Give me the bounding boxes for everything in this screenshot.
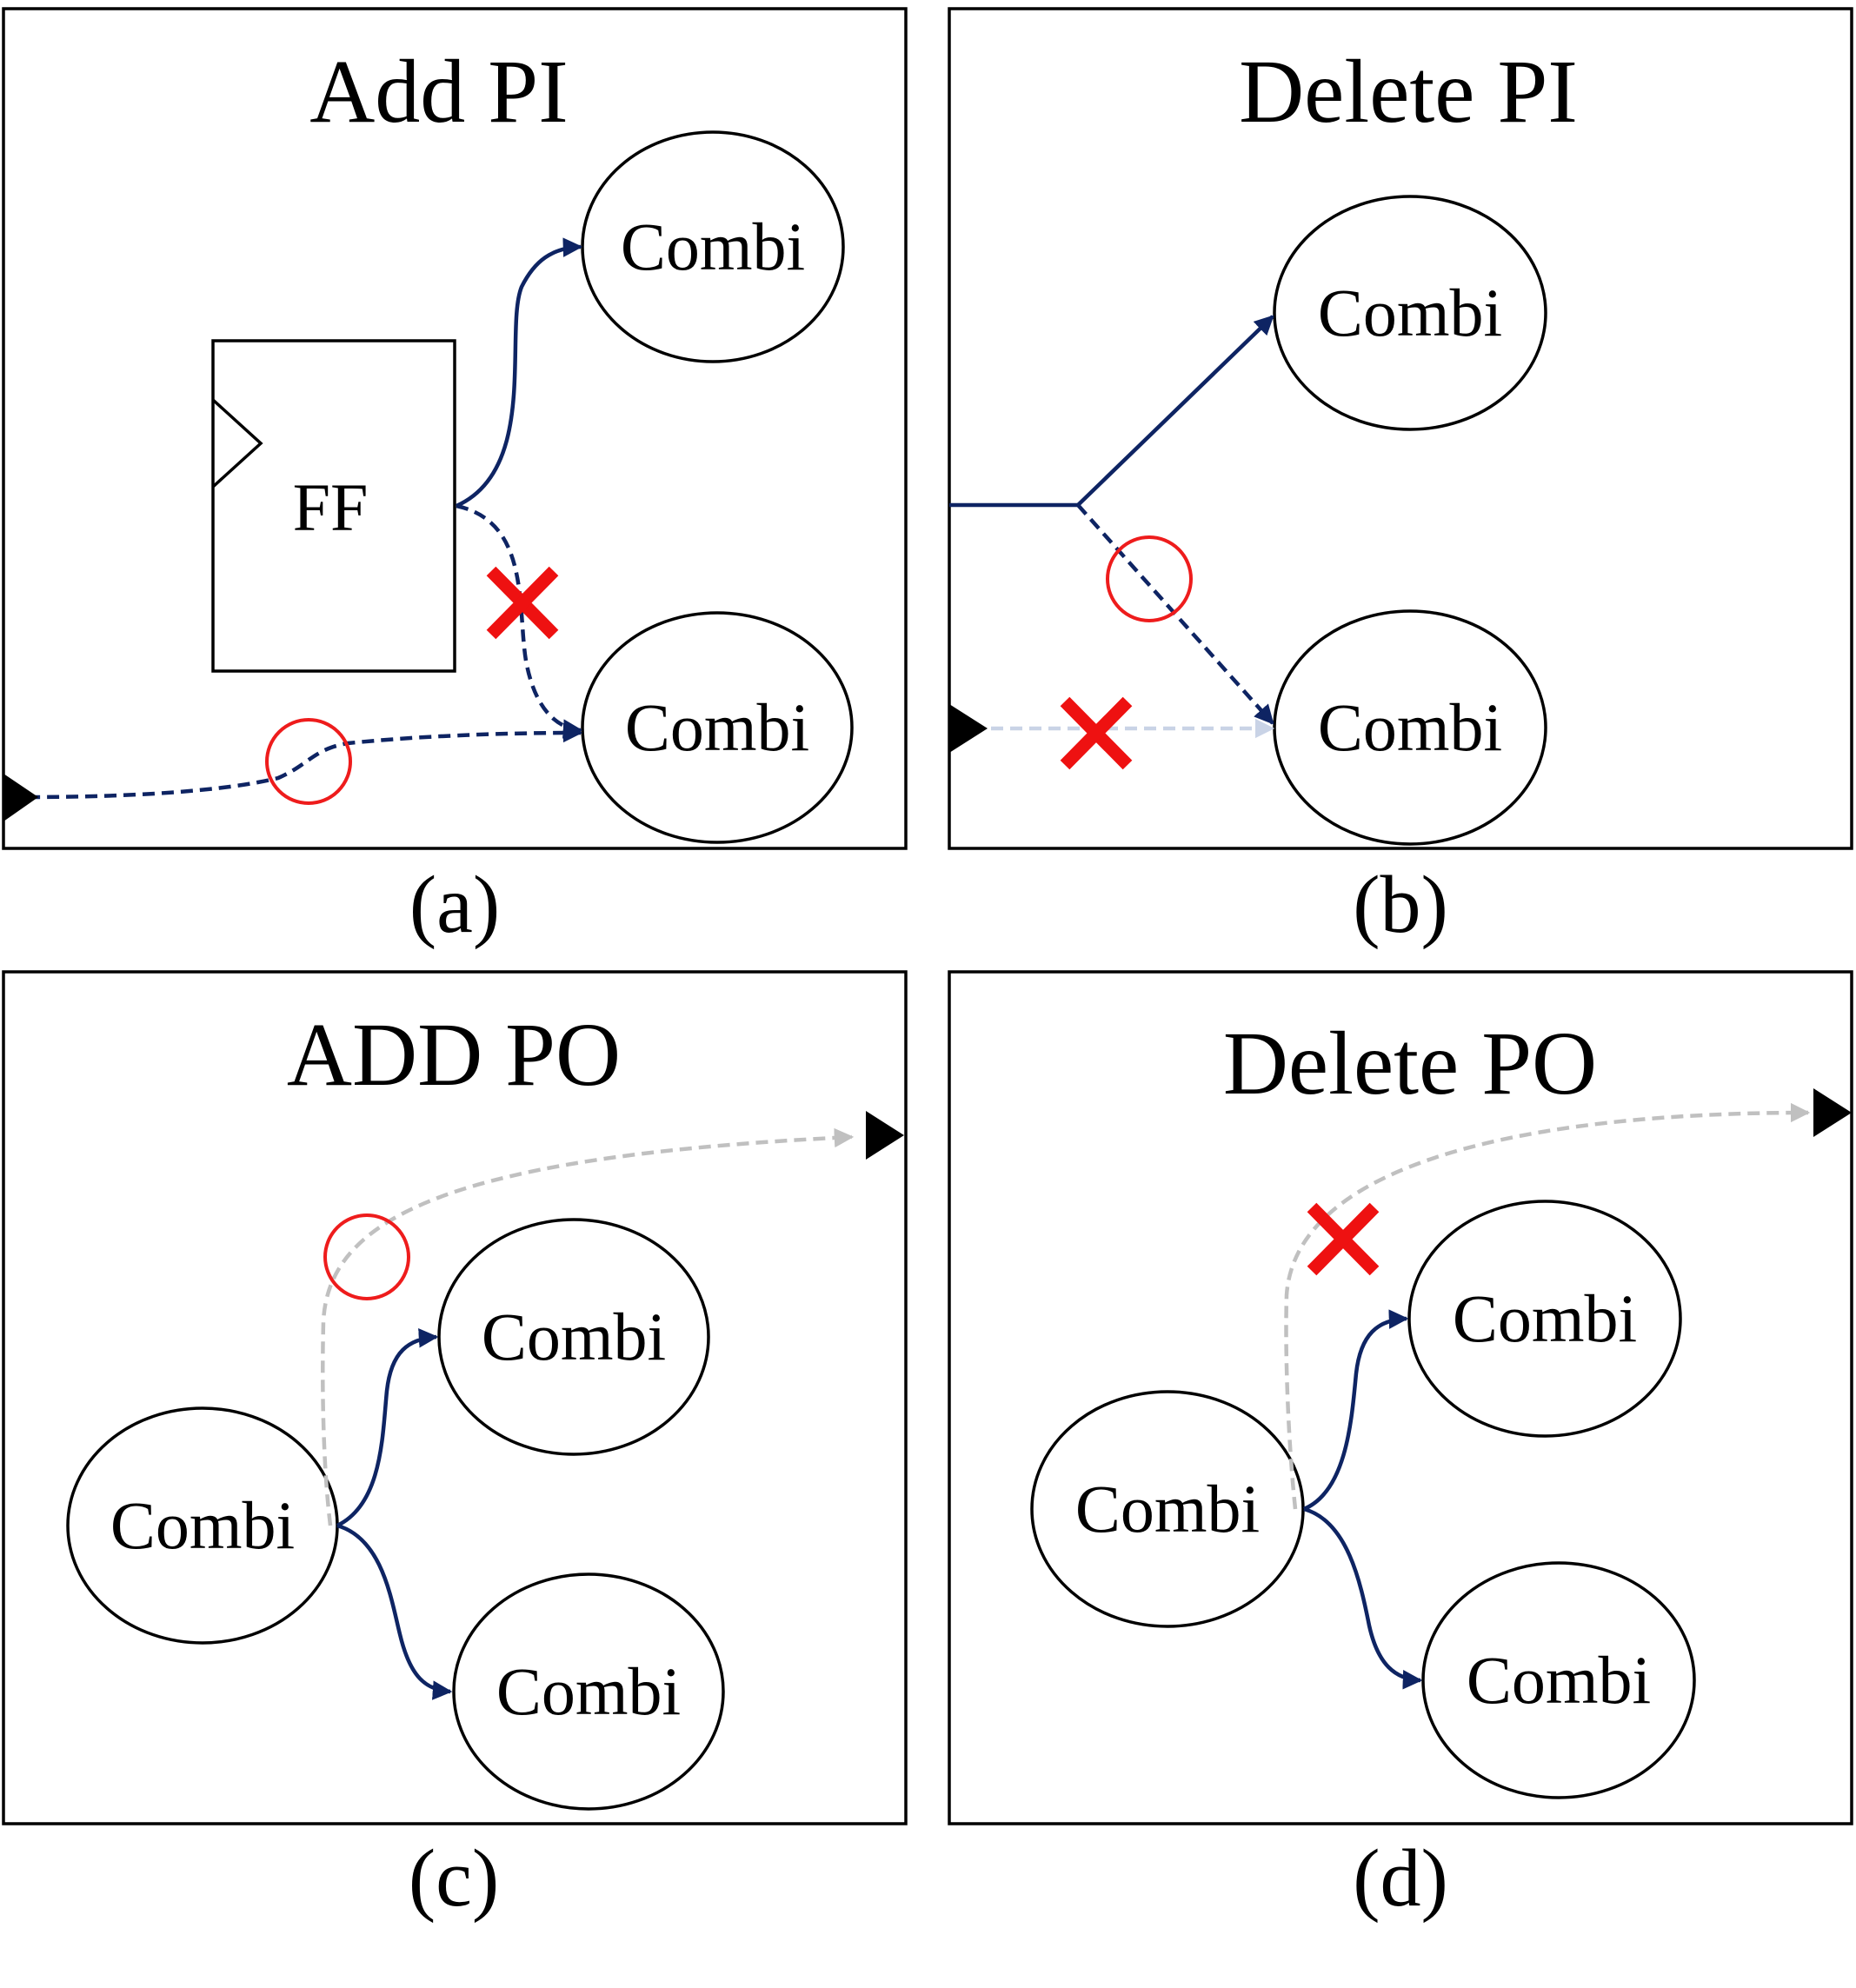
- panel-a-frame: [2, 7, 908, 850]
- edge-to-combi-top: [336, 1328, 439, 1528]
- added-connection-circle: [1106, 535, 1193, 622]
- delete-cross-icon: [1307, 1202, 1380, 1276]
- panel-d-frame: [948, 970, 1853, 1825]
- combi-node-top: [1407, 1200, 1682, 1438]
- edge-to-combi-bottom: [1303, 1506, 1423, 1690]
- panel-d-caption: (d): [1353, 1833, 1448, 1924]
- primary-output-icon: [866, 1111, 904, 1160]
- combi-node-source-label: Combi: [1075, 1471, 1260, 1546]
- panel-b-caption: (b): [1353, 860, 1448, 950]
- panel-b: Delete PI Combi Combi (b): [948, 7, 1853, 950]
- edge-to-combi-bottom: [336, 1523, 453, 1700]
- combi-node-bottom-label: Combi: [496, 1653, 681, 1729]
- combi-node-bottom-label: Combi: [1467, 1642, 1651, 1718]
- edge-ff-to-combi-top: [456, 237, 583, 509]
- combi-node-source-label: Combi: [110, 1487, 295, 1563]
- combi-node-bottom: [1421, 1561, 1696, 1799]
- combi-node-top-label: Combi: [1453, 1280, 1637, 1356]
- panel-d-title: Delete PO: [1223, 1014, 1597, 1114]
- flip-flop-label: FF: [293, 469, 369, 545]
- combi-node-bottom: [452, 1572, 725, 1811]
- added-connection-circle: [323, 1213, 410, 1300]
- edge-new-pi-to-combi-bottom: [27, 722, 583, 800]
- combi-node-top-label: Combi: [482, 1299, 666, 1374]
- panel-c-caption: (c): [409, 1833, 499, 1924]
- edge-to-combi-top: [1076, 315, 1274, 507]
- panel-a: Add PI FF Combi Combi (a): [2, 7, 908, 950]
- panel-a-caption: (a): [409, 860, 500, 950]
- clock-input-icon: [211, 398, 263, 489]
- combi-node-bottom-label: Combi: [625, 689, 809, 765]
- primary-output-icon: [1813, 1088, 1852, 1137]
- panel-c-frame: [2, 970, 908, 1825]
- edge-to-combi-bottom-added: [1076, 503, 1274, 725]
- combi-node-top-label: Combi: [621, 209, 805, 284]
- panel-c: ADD PO Combi Combi Combi (c): [2, 970, 908, 1924]
- flip-flop: [211, 339, 456, 673]
- edge-to-combi-top: [1303, 1309, 1409, 1512]
- panel-a-title: Add PI: [309, 42, 569, 142]
- panel-b-frame: [948, 7, 1853, 850]
- combi-node-source: [1030, 1390, 1305, 1628]
- edge-po-removed: [1284, 1102, 1811, 1510]
- edge-new-po-added: [321, 1127, 855, 1526]
- combi-node-bottom-label: Combi: [1318, 689, 1502, 765]
- combi-node-top: [437, 1218, 710, 1456]
- panel-c-title: ADD PO: [287, 1005, 621, 1105]
- delete-cross-icon: [1060, 696, 1133, 770]
- delete-cross-icon: [486, 566, 559, 640]
- primary-input-icon: [949, 704, 988, 753]
- added-connection-circle: [265, 718, 352, 805]
- panel-b-title: Delete PI: [1239, 42, 1578, 142]
- primary-input-icon: [3, 774, 38, 821]
- panel-d: Delete PO Combi Combi Combi (d): [948, 970, 1853, 1924]
- edge-ff-to-combi-bottom-removed: [456, 503, 583, 739]
- combi-node-top-label: Combi: [1318, 275, 1502, 350]
- combi-node-top: [1273, 195, 1547, 431]
